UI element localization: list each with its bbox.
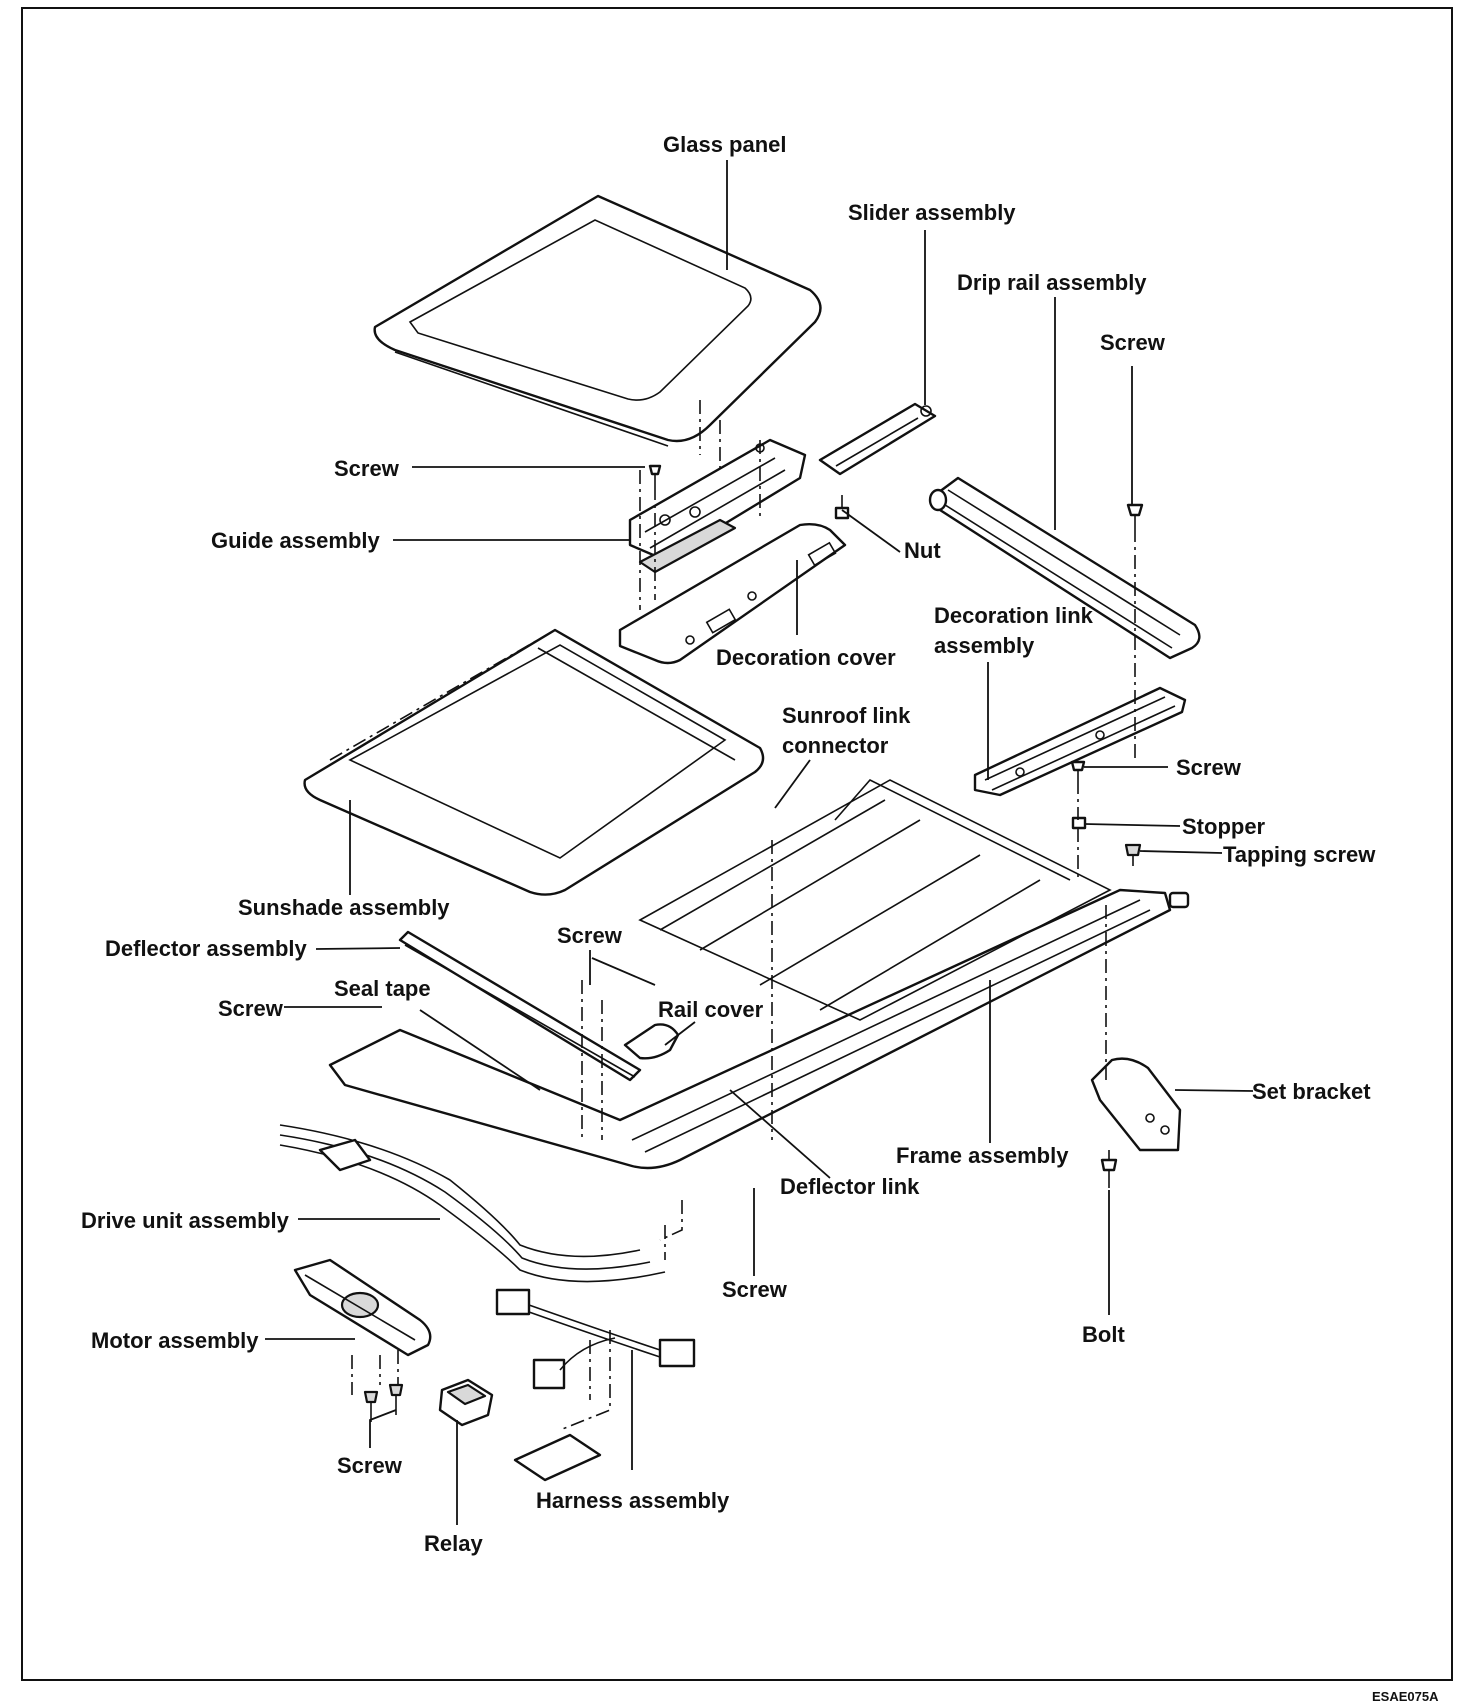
label-nut: Nut [904, 538, 941, 563]
label-screw-right: Screw [1176, 755, 1242, 780]
label-glass-panel: Glass panel [663, 132, 787, 157]
label-motor-assembly: Motor assembly [91, 1328, 259, 1353]
drive-unit-assembly-part [279, 1124, 666, 1283]
sunshade-assembly-part [303, 628, 765, 896]
drip-rail-screw-part [1126, 503, 1144, 528]
label-deflector-link: Deflector link [780, 1174, 920, 1199]
figure-code: ESAE075A [1372, 1689, 1439, 1704]
label-tapping-screw: Tapping screw [1223, 842, 1376, 867]
slider-assembly-part [818, 402, 937, 476]
frame-assembly-part [328, 779, 1190, 1170]
nut-part [834, 495, 850, 520]
label-guide-assembly: Guide assembly [211, 528, 381, 553]
label-seal-tape: Seal tape [334, 976, 431, 1001]
label-set-bracket: Set bracket [1252, 1079, 1371, 1104]
decoration-cover-part [618, 522, 847, 665]
label-decoration-link-assembly-1: Decoration link [934, 603, 1094, 628]
label-screw-top-right: Screw [1100, 330, 1166, 355]
label-drive-unit-assembly: Drive unit assembly [81, 1208, 290, 1233]
label-sunroof-link-connector-2: connector [782, 733, 889, 758]
label-slider-assembly: Slider assembly [848, 200, 1016, 225]
label-rail-cover: Rail cover [658, 997, 764, 1022]
bolt-part [1100, 1158, 1118, 1188]
label-sunroof-link-connector-1: Sunroof link [782, 703, 911, 728]
label-sunshade-assembly: Sunshade assembly [238, 895, 450, 920]
glass-panel-part [373, 194, 822, 447]
motor-assembly-part [293, 1258, 432, 1357]
guide-assembly-part [628, 438, 807, 574]
label-decoration-cover: Decoration cover [716, 645, 896, 670]
diagram-frame [21, 7, 1453, 1681]
relay-part [438, 1378, 494, 1427]
label-relay: Relay [424, 1531, 483, 1556]
deflector-assembly-part [398, 930, 642, 1082]
label-screw-top-left: Screw [334, 456, 400, 481]
label-bolt: Bolt [1082, 1322, 1125, 1347]
rail-cover-part [623, 1023, 680, 1060]
harness-assembly-part [495, 1288, 696, 1482]
label-drip-rail-assembly: Drip rail assembly [957, 270, 1147, 295]
decoration-link-assembly-part [973, 686, 1187, 797]
drip-rail-assembly-part [928, 476, 1201, 660]
label-screw-bottom-middle: Screw [722, 1277, 788, 1302]
label-deflector-assembly: Deflector assembly [105, 936, 308, 961]
label-decoration-link-assembly-2: assembly [934, 633, 1035, 658]
motor-screws-part [363, 1383, 404, 1422]
decoration-link-screw-part [1070, 760, 1086, 780]
stopper-part [1071, 816, 1087, 830]
label-screw-left: Screw [218, 996, 284, 1021]
tapping-screw-part [1124, 843, 1142, 866]
guide-screw-part [648, 464, 662, 486]
set-bracket-part [1090, 1057, 1182, 1152]
label-screw-bottom-left: Screw [337, 1453, 403, 1478]
label-stopper: Stopper [1182, 814, 1266, 839]
label-frame-assembly: Frame assembly [896, 1143, 1069, 1168]
label-screw-middle: Screw [557, 923, 623, 948]
label-harness-assembly: Harness assembly [536, 1488, 730, 1513]
